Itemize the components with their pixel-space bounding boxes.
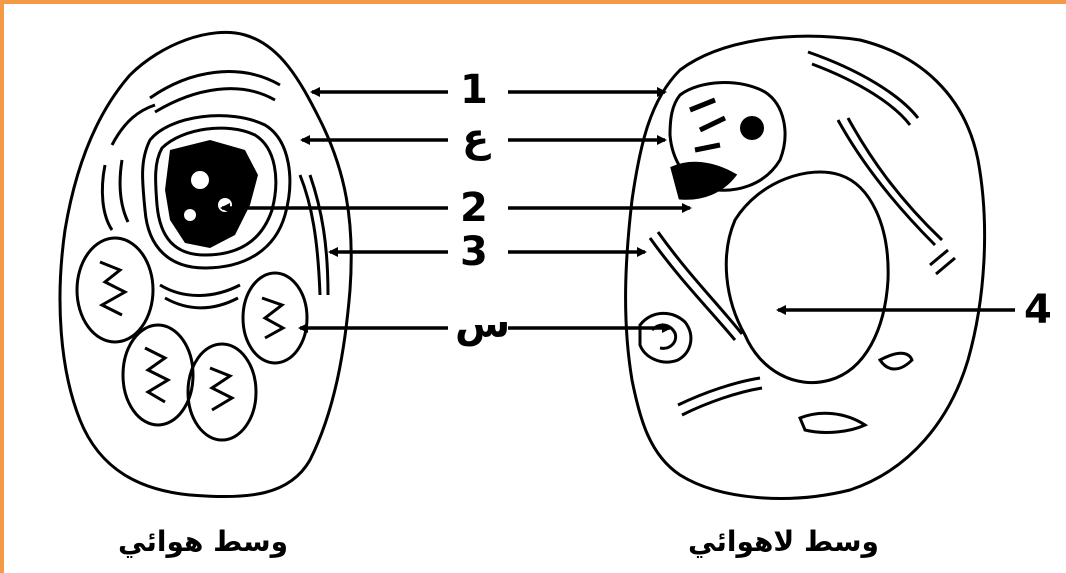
aerobic-mitochondrion-1 [77, 238, 153, 342]
aerobic-er-below-nucleus [160, 285, 240, 308]
aerobic-nucleolus [223, 161, 245, 183]
aerobic-mito-slit [300, 175, 328, 295]
arrows-left [222, 92, 448, 328]
aerobic-er-strand-4 [102, 165, 112, 230]
anaerobic-er-strand-1 [808, 52, 918, 125]
anaerobic-nucleolus [740, 116, 764, 140]
aerobic-er-strand-2 [155, 89, 275, 112]
anaerobic-rough-er [672, 163, 735, 198]
aerobic-er-strand-3 [112, 105, 155, 145]
label-seen: س [455, 304, 510, 344]
label-ain: ع [462, 118, 489, 158]
anaerobic-er-strand-4 [678, 378, 762, 415]
label-3: 3 [460, 232, 488, 272]
anaerobic-promitochondrion [640, 313, 691, 362]
anaerobic-cell [626, 36, 985, 498]
label-1: 1 [460, 70, 488, 110]
anaerobic-er-strand-7 [800, 413, 865, 432]
aerobic-chromatin [165, 140, 258, 248]
aerobic-mitochondrion-4 [243, 273, 307, 363]
aerobic-er-strand-5 [120, 160, 128, 222]
anaerobic-er-strand-6 [880, 353, 912, 369]
anaerobic-chromatin [690, 100, 725, 150]
caption-aerobic: وسط هوائي [118, 528, 288, 556]
caption-anaerobic: وسط لاهوائي [688, 528, 879, 556]
aerobic-cell [60, 32, 351, 496]
anaerobic-vacuole [726, 172, 888, 383]
anaerobic-er-strand-5 [930, 250, 955, 274]
label-4: 4 [1024, 290, 1052, 330]
label-2: 2 [460, 188, 488, 228]
